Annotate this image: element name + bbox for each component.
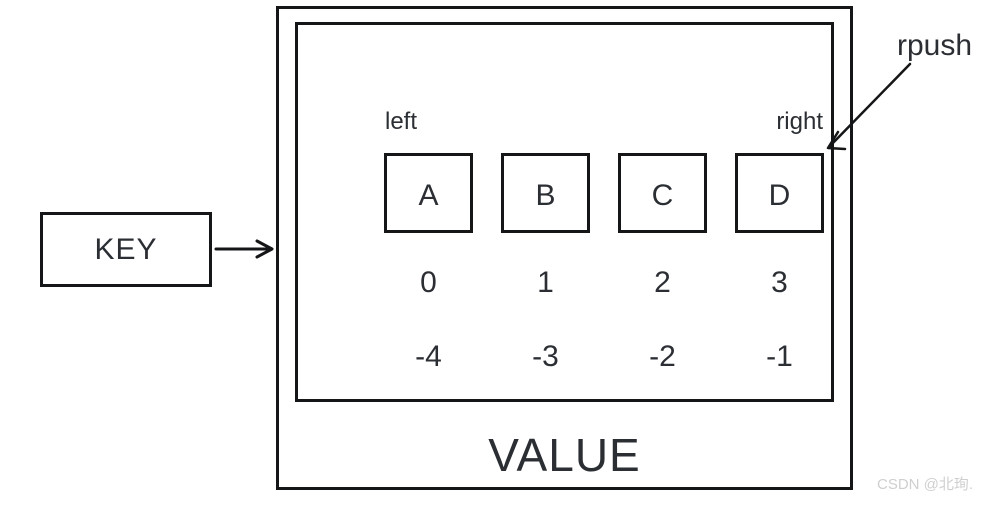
neg-index-label-1: -3 (532, 340, 559, 373)
neg-index-label-3: -1 (766, 340, 793, 373)
left-label: left (385, 108, 418, 135)
rpush-label: rpush (897, 29, 973, 62)
value-label: VALUE (488, 429, 641, 481)
cell-letter: D (768, 179, 791, 212)
cell-letter: B (535, 179, 556, 212)
value-container-box (276, 6, 853, 490)
neg-index-label-2: -2 (649, 340, 676, 373)
right-label: right (776, 108, 823, 135)
index-label-0: 0 (420, 266, 437, 299)
key-box: KEY (40, 212, 212, 287)
list-cell-a: A (384, 153, 473, 233)
index-label-3: 3 (771, 266, 788, 299)
cell-letter: C (651, 179, 674, 212)
watermark: CSDN @北珣. (877, 476, 974, 493)
cell-letter: A (418, 179, 439, 212)
index-label-2: 2 (654, 266, 671, 299)
key-arrow (214, 239, 274, 259)
key-label: KEY (94, 232, 158, 266)
list-box (295, 22, 834, 402)
neg-index-label-0: -4 (415, 340, 442, 373)
list-cell-c: C (618, 153, 707, 233)
list-cell-b: B (501, 153, 590, 233)
list-cell-d: D (735, 153, 824, 233)
index-label-1: 1 (537, 266, 554, 299)
